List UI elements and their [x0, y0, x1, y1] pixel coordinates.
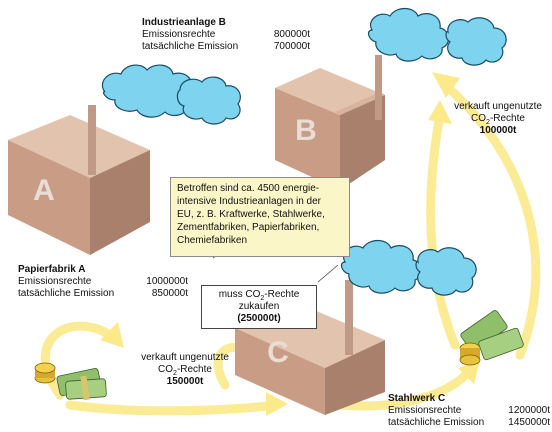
- plant-c-rights-label: Emissionsrechte: [388, 405, 462, 416]
- banknote-bundle-c2: [478, 327, 524, 361]
- plant-a-top: [8, 115, 150, 178]
- smoke-cloud-b2: [445, 17, 507, 66]
- plant-c-right: [325, 340, 385, 415]
- plant-a-label: Papierfabrik A Emissionsrechte 1000000t t…: [18, 264, 188, 300]
- smoke-cloud-c2: [415, 247, 477, 296]
- info-line-4: Zementfabriken, Papierfabriken,: [177, 222, 320, 233]
- info-line-1: Betroffen sind ca. 4500 energie-: [177, 183, 320, 194]
- plant-a-emission-label: tatsächliche Emission: [18, 288, 115, 299]
- plant-c-label: Stahlwerk C Emissionsrechte 1200000t tats…: [388, 393, 550, 429]
- plant-a-rights-label: Emissionsrechte: [18, 276, 92, 287]
- arrow-b-to-c-outer: [440, 80, 541, 360]
- arrowhead-a-lower: [266, 392, 288, 416]
- sell-b-line1: verkauft ungenutzte: [454, 101, 542, 112]
- plant-c-front: [235, 328, 325, 415]
- sell-b-co: CO: [471, 113, 487, 124]
- info-line-5: Chemiefabriken: [177, 235, 248, 246]
- plant-a-name: Papierfabrik A: [18, 264, 86, 275]
- info-line-2: intensive Industrieanlagen in der: [177, 196, 321, 207]
- buy-leader-line: [317, 264, 339, 283]
- sell-a-line2: -Rechte: [176, 364, 212, 375]
- plant-b-chimney: [375, 55, 382, 120]
- plant-b-emission-label: tatsächliche Emission: [142, 41, 239, 52]
- sell-b-line2: -Rechte: [489, 113, 525, 124]
- info-line-3: EU, z. B. Kraftwerke, Stahlwerke,: [177, 209, 325, 220]
- plant-b-emission-value: 700000t: [273, 41, 310, 52]
- plant-a-emission-value: 850000t: [151, 288, 188, 299]
- plant-c-emission-label: tatsächliche Emission: [388, 417, 485, 428]
- plant-b-step: [335, 92, 385, 115]
- sell-a-co: CO: [158, 364, 174, 375]
- plant-b-name: Industrieanlage B: [142, 17, 226, 28]
- plant-a-chimney: [88, 105, 96, 175]
- buy-c-box: muss CO2-Rechte zukaufen (250000t): [201, 285, 317, 329]
- arrow-b-to-c-inner: [426, 110, 460, 350]
- plant-c-name: Stahlwerk C: [388, 393, 446, 404]
- sell-a-amount: 150000t: [166, 376, 204, 387]
- plant-c-chimney: [345, 280, 353, 355]
- sell-b-sub: 2: [486, 119, 490, 126]
- sell-a-note: verkauft ungenutzte CO2-Rechte 150000t: [135, 352, 235, 388]
- arrow-c-right: [335, 365, 475, 411]
- info-box: Betroffen sind ca. 4500 energie- intensi…: [170, 177, 350, 257]
- plant-a-front: [8, 140, 90, 255]
- plant-b-label: Industrieanlage B Emissionsrechte 800000t…: [142, 17, 310, 53]
- smoke-cloud-c: [340, 239, 423, 294]
- money-pile-c: [459, 310, 524, 366]
- smoke-cloud-b: [367, 7, 450, 62]
- smoke-clouds: [101, 7, 507, 296]
- sell-a-line1: verkauft ungenutzte: [141, 352, 229, 363]
- banknote-band-a: [80, 375, 90, 401]
- plant-a-letter: A: [33, 174, 55, 207]
- arrowheads: [100, 72, 480, 416]
- arrow-a-to-c-lower: [65, 400, 280, 416]
- money-pile-a: [34, 362, 107, 401]
- coin-stack-c1-bottom: [459, 354, 481, 366]
- arrowhead-c-right: [458, 360, 480, 384]
- sell-a-sub: 2: [173, 370, 177, 377]
- plant-a-rights-value: 1000000t: [146, 276, 188, 287]
- plant-a-right: [90, 150, 150, 255]
- smoke-cloud-a2: [176, 76, 241, 125]
- plant-c-letter: C: [267, 336, 289, 369]
- coin-stack-a1-top: [34, 362, 56, 374]
- sell-b-note: verkauft ungenutzte CO2-Rechte 100000t: [448, 101, 548, 137]
- buy-c-amount: (250000t): [237, 313, 281, 324]
- plant-b-letter: B: [295, 114, 317, 147]
- plant-b-rights-label: Emissionsrechte: [142, 29, 216, 40]
- plant-b-rights-value: 800000t: [273, 29, 310, 40]
- arrowhead-top-right: [432, 72, 460, 98]
- plant-b-front: [275, 88, 340, 190]
- buy-c-line2: zukaufen: [238, 301, 280, 312]
- plant-c-rights-value: 1200000t: [508, 405, 550, 416]
- sell-b-amount: 100000t: [479, 125, 517, 136]
- plant-a: A: [8, 105, 150, 255]
- plant-b: B: [275, 55, 385, 190]
- buy-c-post: -Rechte: [264, 289, 300, 300]
- arrowhead-a-upper: [100, 322, 124, 348]
- buy-c-pre: muss CO: [218, 289, 261, 300]
- arrowhead-b-inner: [428, 100, 452, 124]
- plant-b-right: [340, 95, 385, 190]
- plant-c-emission-value: 1450000t: [508, 417, 550, 428]
- buy-c-sub: 2: [260, 295, 265, 302]
